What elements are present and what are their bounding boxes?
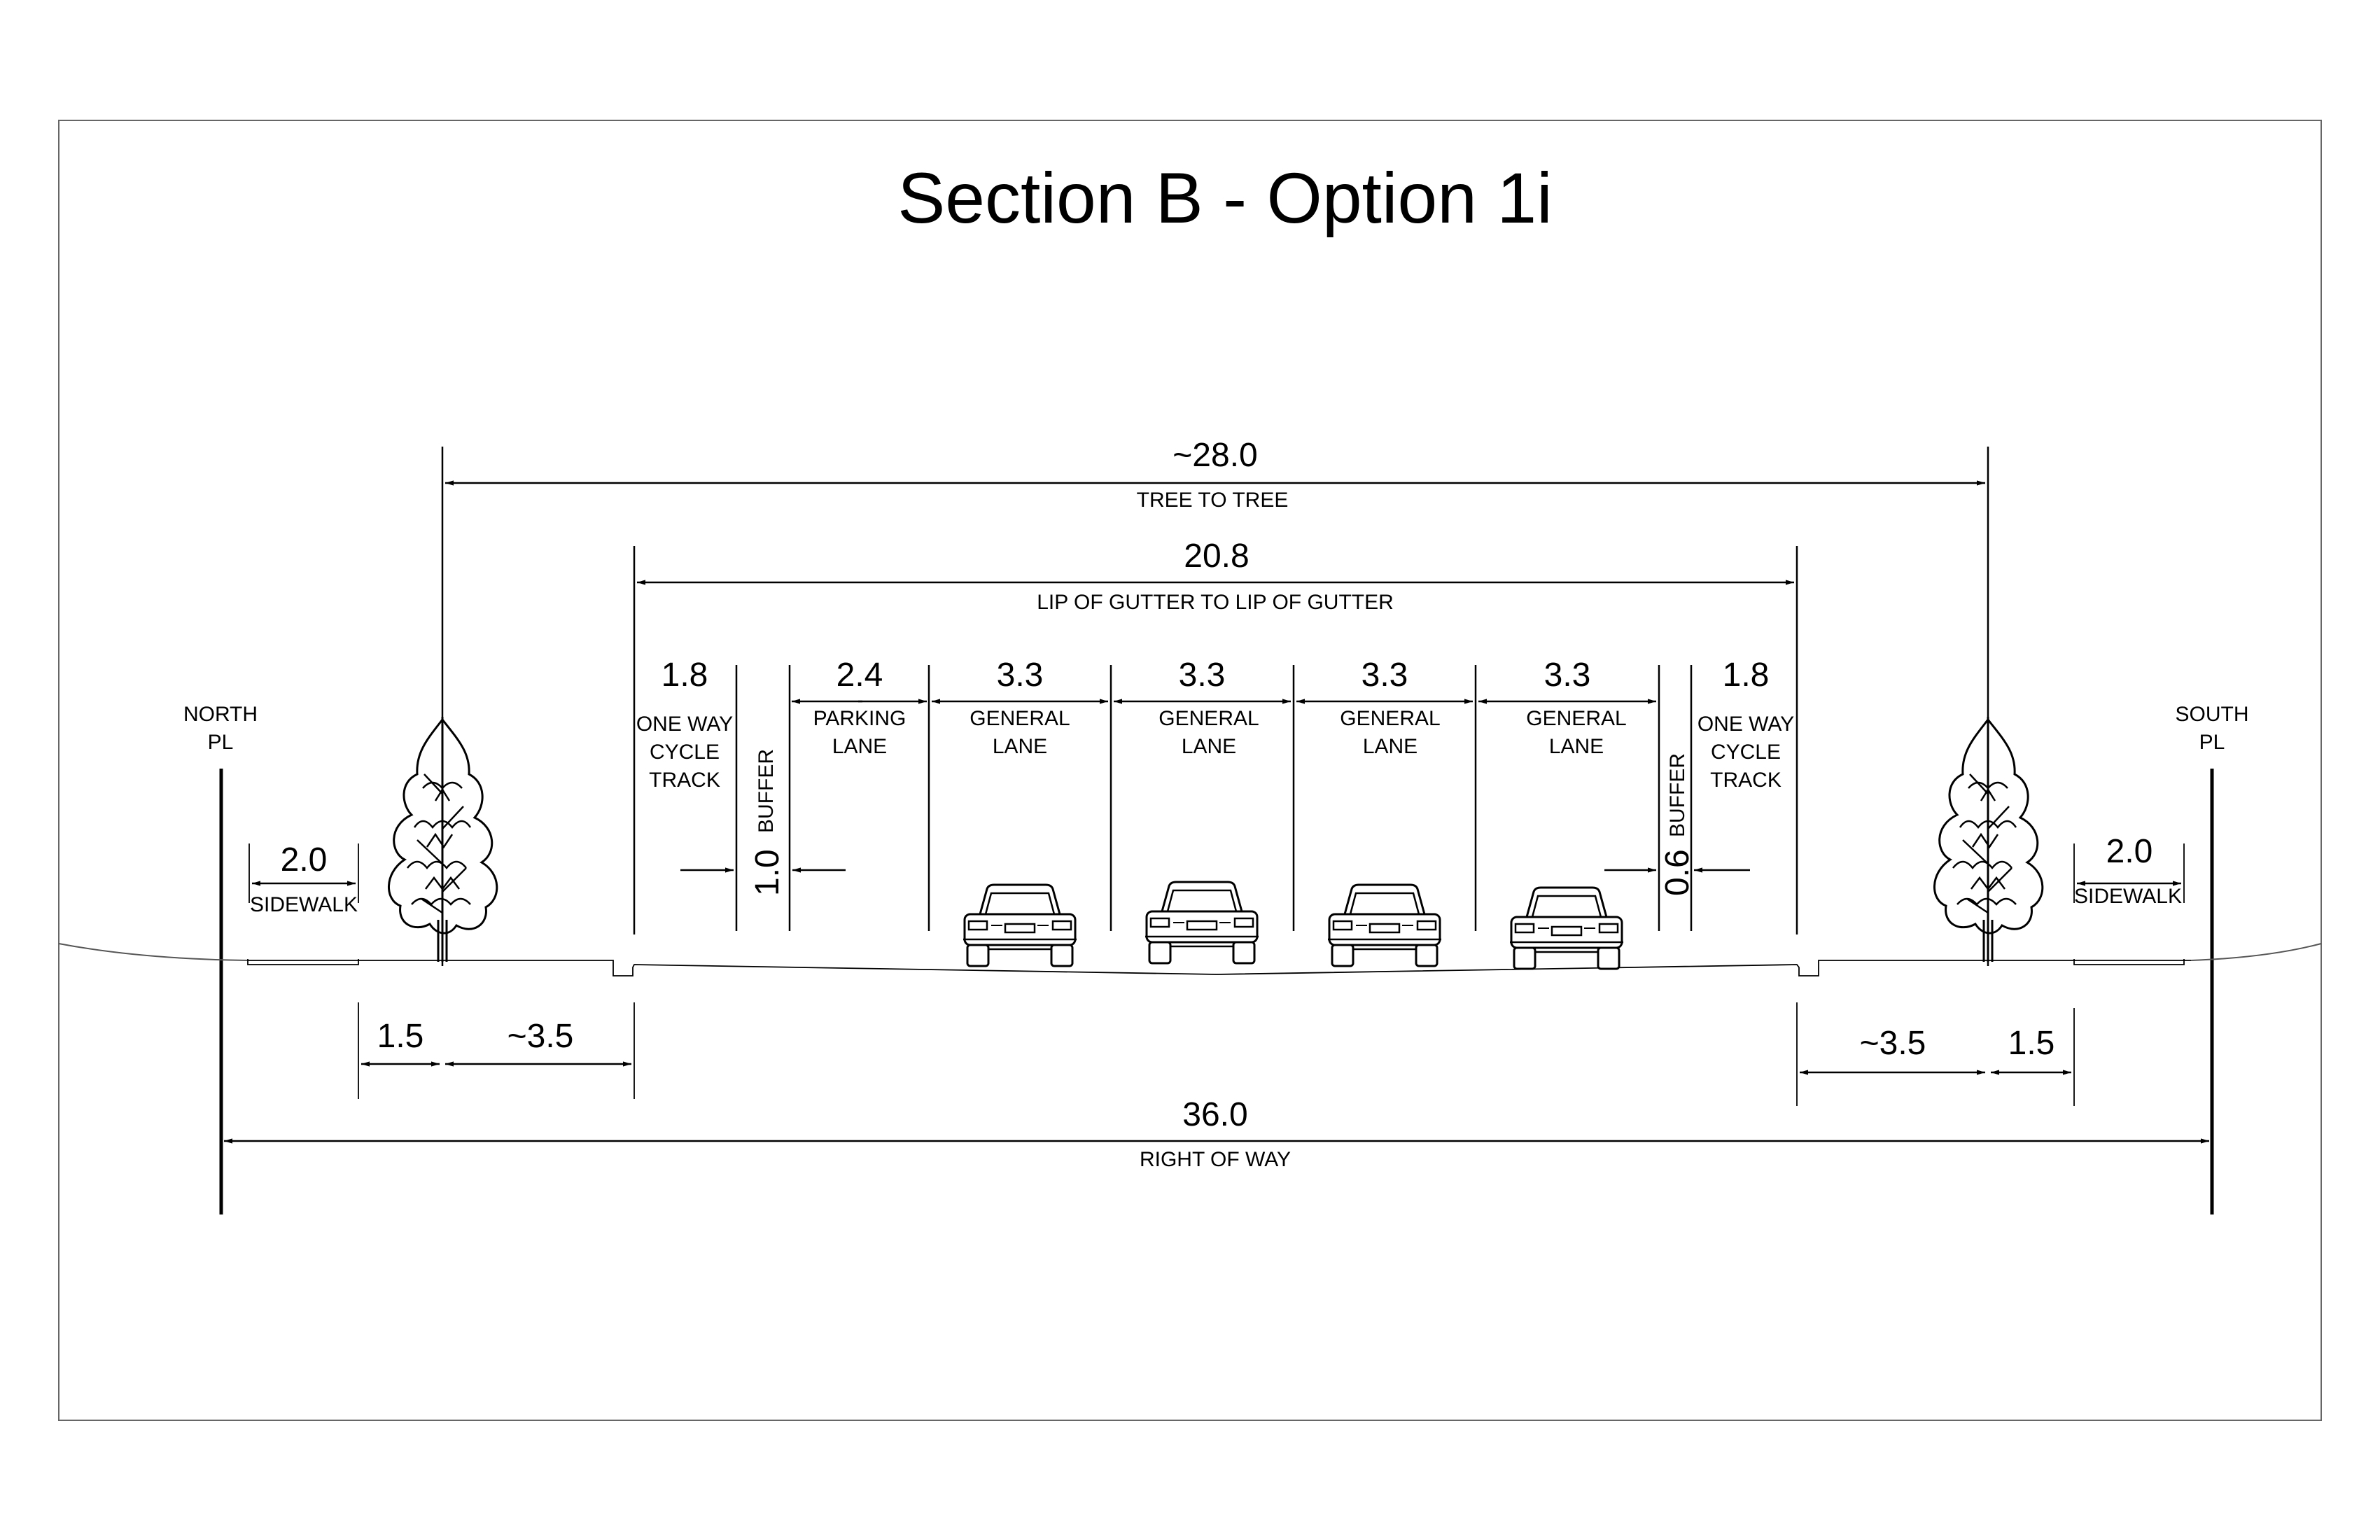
dim-north-tree-offset: 1.5 <box>358 1002 440 1099</box>
dim-south-boulevard-value: ~3.5 <box>1860 1025 1926 1062</box>
lane-label-line: LANE <box>832 735 887 758</box>
lane-value: 1.8 <box>1723 657 1770 694</box>
dim-south-tree-offset: 1.5 <box>1991 1008 2075 1106</box>
dim-tree-to-tree-value: ~28.0 <box>1172 437 1257 474</box>
lane-label-line: BUFFER <box>1666 753 1689 837</box>
tree-icon <box>1933 715 2044 962</box>
dim-sidewalk-south-value: 2.0 <box>2106 833 2153 870</box>
dim-gutter-label: LIP OF GUTTER TO LIP OF GUTTER <box>1037 591 1394 614</box>
dim-sidewalk-north-label: SIDEWALK <box>250 893 358 916</box>
lane-label-line: LANE <box>993 735 1047 758</box>
lane-label-line: PARKING <box>813 707 906 730</box>
lane-parking: 2.4 PARKING LANE <box>792 657 927 758</box>
lane-value: 3.3 <box>997 657 1044 694</box>
dim-north-tree-offset-value: 1.5 <box>377 1018 424 1055</box>
lane-label-line: CYCLE <box>1711 741 1781 764</box>
lane-cycle-track-north: 1.8 ONE WAY CYCLE TRACK <box>636 657 733 792</box>
lane-value: 3.3 <box>1362 657 1408 694</box>
lane-label-line: LANE <box>1182 735 1236 758</box>
lane-label-line: LANE <box>1549 735 1604 758</box>
page-title: Section B - Option 1i <box>897 158 1552 238</box>
car-icon <box>1326 883 1443 967</box>
car-icon <box>1144 881 1260 965</box>
lane-label-line: GENERAL <box>1340 707 1440 730</box>
tree-icon <box>387 715 498 962</box>
dim-sidewalk-south-label: SIDEWALK <box>2074 885 2182 908</box>
lane-general-3: 3.3 GENERAL LANE <box>1296 657 1473 758</box>
lane-general-2: 3.3 GENERAL LANE <box>1114 657 1291 758</box>
lane-value: 3.3 <box>1544 657 1591 694</box>
dim-sidewalk-north: 2.0 SIDEWALK <box>248 841 359 916</box>
dim-gutter-value: 20.8 <box>1184 538 1249 575</box>
lane-value: 2.4 <box>836 657 883 694</box>
car-icon <box>1508 886 1625 970</box>
property-line-south: SOUTH PL <box>2176 703 2249 1214</box>
property-line-north-label: PL <box>208 731 234 754</box>
lane-label-line: TRACK <box>1710 769 1782 792</box>
lane-boundaries <box>735 665 1693 931</box>
dim-sidewalk-north-value: 2.0 <box>281 841 328 878</box>
car-icon <box>962 883 1078 967</box>
lane-label-line: TRACK <box>649 769 720 792</box>
lane-list: 1.8 ONE WAY CYCLE TRACK 1.0 BUFFER 2.4 P… <box>636 657 1794 896</box>
dim-north-boulevard-value: ~3.5 <box>507 1018 574 1055</box>
property-line-south-label: SOUTH <box>2176 703 2249 726</box>
dim-south-tree-offset-value: 1.5 <box>2008 1025 2055 1062</box>
property-line-south-label: PL <box>2199 731 2225 754</box>
lane-value: 0.6 <box>1659 849 1696 896</box>
lane-general-4: 3.3 GENERAL LANE <box>1478 657 1656 758</box>
lane-cycle-track-south: 1.8 ONE WAY CYCLE TRACK <box>1698 657 1794 792</box>
dim-right-of-way: 36.0 RIGHT OF WAY <box>224 1096 2209 1171</box>
sheet-border <box>58 120 2322 1421</box>
property-line-north: NORTH PL <box>183 703 258 1214</box>
dim-gutter: 20.8 LIP OF GUTTER TO LIP OF GUTTER <box>633 538 1798 934</box>
lane-value: 1.8 <box>662 657 708 694</box>
dim-right-of-way-value: 36.0 <box>1182 1096 1247 1133</box>
dim-sidewalk-south: 2.0 SIDEWALK <box>2073 833 2185 908</box>
lane-label-line: GENERAL <box>969 707 1070 730</box>
lane-label-line: ONE WAY <box>636 713 733 736</box>
dim-south-boulevard: ~3.5 <box>1796 1002 1985 1106</box>
lane-value: 3.3 <box>1179 657 1226 694</box>
dim-north-boulevard: ~3.5 <box>445 1002 635 1099</box>
lane-buffer-south: 0.6 BUFFER <box>1604 753 1750 896</box>
lane-label-line: LANE <box>1363 735 1418 758</box>
dim-right-of-way-label: RIGHT OF WAY <box>1140 1148 1291 1171</box>
lane-label-line: CYCLE <box>650 741 720 764</box>
lane-general-1: 3.3 GENERAL LANE <box>932 657 1108 758</box>
lane-value: 1.0 <box>749 849 786 896</box>
lane-buffer-north: 1.0 BUFFER <box>680 749 846 896</box>
lane-label-line: GENERAL <box>1526 707 1626 730</box>
lane-label-line: BUFFER <box>755 749 778 833</box>
lane-label-line: ONE WAY <box>1698 713 1794 736</box>
ground-profile <box>58 943 2322 976</box>
property-line-north-label: NORTH <box>183 703 258 726</box>
dim-tree-to-tree-label: TREE TO TREE <box>1137 489 1289 512</box>
lane-label-line: GENERAL <box>1158 707 1259 730</box>
